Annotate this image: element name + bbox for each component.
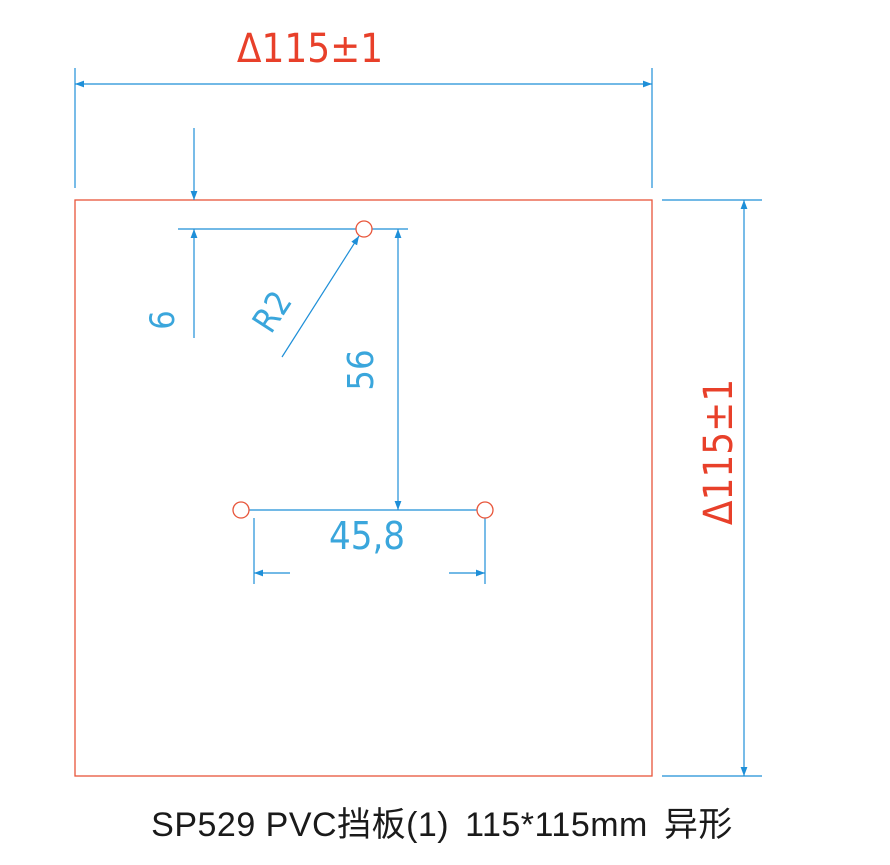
right-height-label: Δ115±1	[696, 379, 742, 525]
caption-size: 115*115mm	[465, 806, 648, 844]
radius-label: R2	[245, 284, 301, 340]
horizontal-spacing-dimension: 45,8	[248, 509, 486, 584]
panel-outline	[74, 199, 653, 777]
caption-shape: 异形	[663, 806, 733, 844]
vertical-spacing-label: 56	[341, 349, 382, 390]
right-height-dimension: Δ115±1	[662, 199, 762, 777]
top-width-label: Δ115±1	[237, 26, 383, 72]
horizontal-spacing-label: 45,8	[329, 514, 405, 558]
top-offset-label: 6	[143, 310, 183, 329]
vertical-spacing-dimension: 56	[341, 229, 402, 510]
hole-left	[232, 501, 250, 519]
caption: SP529 PVC挡板(1) 115*115mm 异形	[0, 800, 890, 850]
hole-top	[355, 220, 373, 238]
radius-leader: R2	[245, 235, 360, 358]
hole-right	[476, 501, 494, 519]
top-width-dimension: Δ115±1	[74, 26, 653, 188]
top-offset-dimension: 6	[143, 128, 408, 338]
caption-model: SP529 PVC挡板(1)	[151, 806, 450, 844]
